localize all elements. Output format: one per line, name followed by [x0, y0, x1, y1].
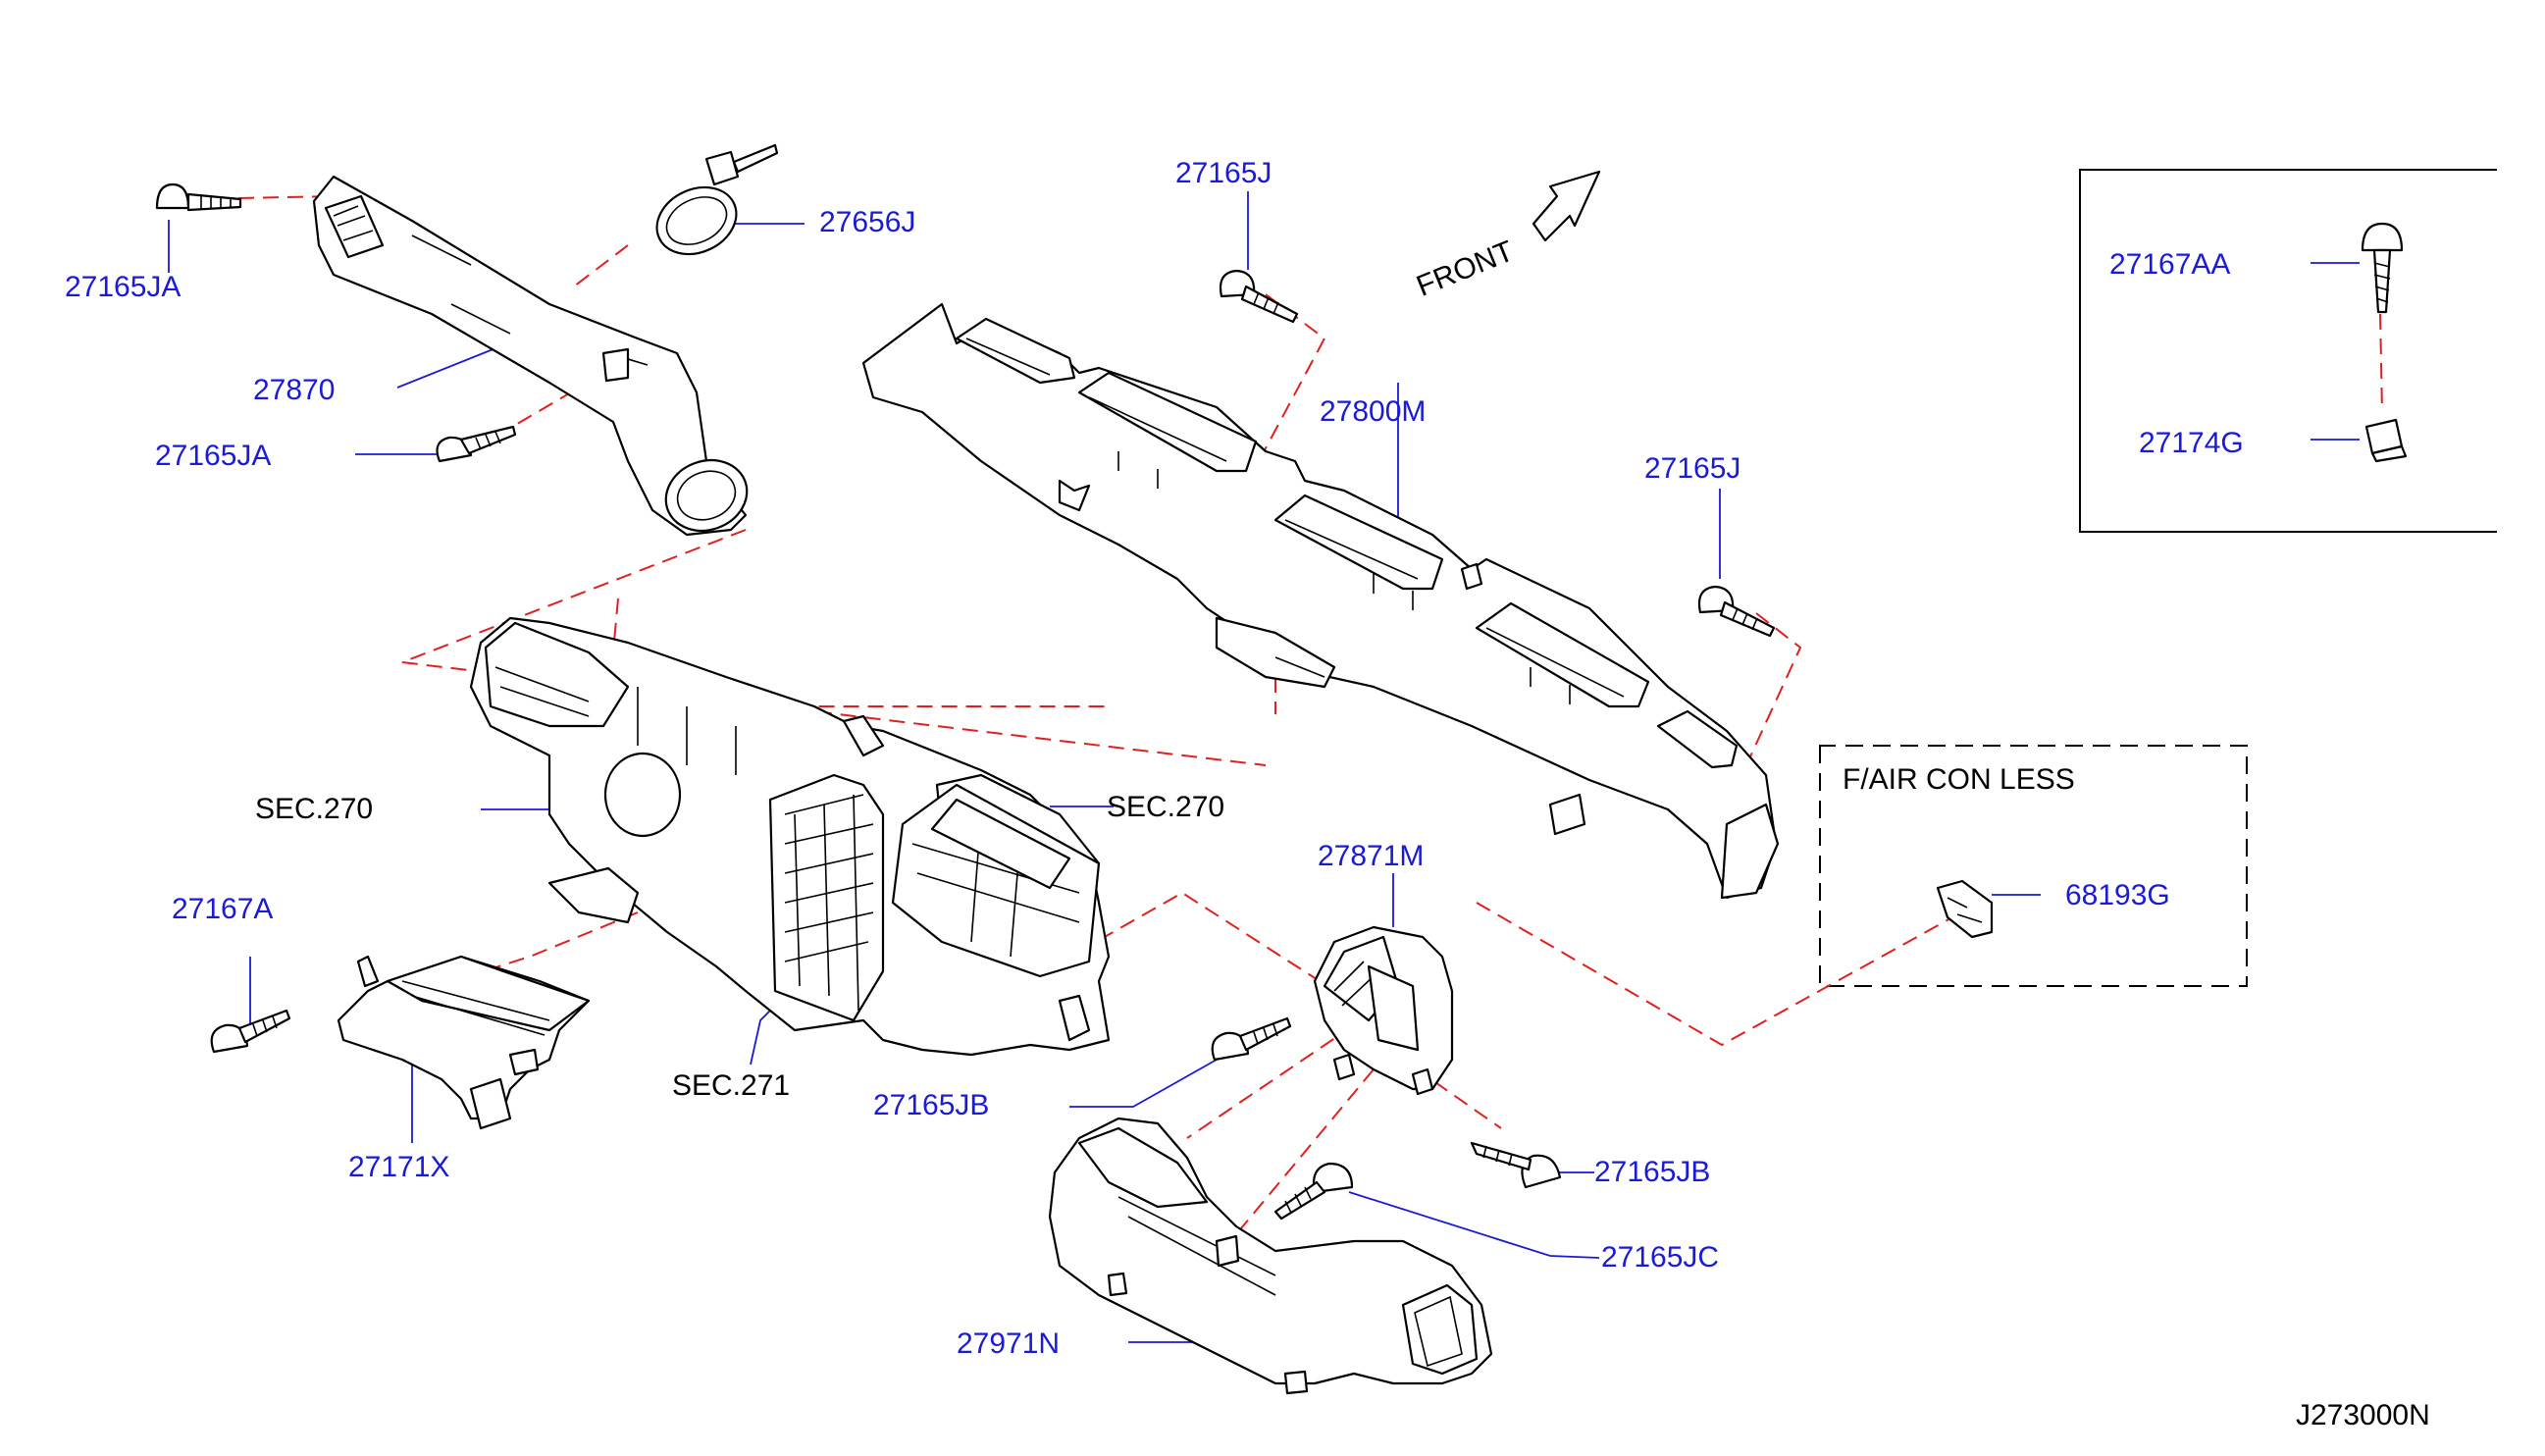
label-27165J-top: 27165J [1175, 157, 1272, 189]
label-27870: 27870 [253, 374, 336, 406]
screw-27165JA-mid [436, 425, 517, 463]
clip-68193G [1936, 879, 1994, 939]
screw-27165J-right [1697, 585, 1776, 638]
label-27174G: 27174G [2139, 427, 2244, 459]
duct-27870 [312, 175, 749, 537]
label-27971N: 27971N [957, 1327, 1061, 1360]
screw-27167A [210, 1009, 291, 1054]
label-27165JB-right: 27165JB [1594, 1156, 1711, 1188]
screw-27165JA-top [155, 182, 242, 212]
label-27800M: 27800M [1320, 395, 1427, 428]
duct-27171X [337, 955, 591, 1130]
inset-box-upper-right [2079, 169, 2497, 533]
label-27171X: 27171X [348, 1151, 450, 1183]
hvac-unit [469, 616, 1111, 1057]
label-27167A: 27167A [172, 893, 274, 925]
screw-27165JB-right [1470, 1141, 1562, 1189]
screw-27165J-top [1219, 269, 1299, 324]
hose-clamp-27656J [655, 143, 779, 256]
screw-27167AA [2361, 222, 2404, 314]
label-27165J-right: 27165J [1644, 452, 1741, 485]
diagram-code: J273000N [2296, 1399, 2430, 1431]
label-27165JC: 27165JC [1601, 1241, 1720, 1274]
duct-27871M [1313, 925, 1454, 1096]
inset-note: F/AIR CON LESS [1843, 763, 2075, 796]
main-duct-27800M [861, 302, 1780, 900]
label-sec271: SEC.271 [672, 1069, 791, 1102]
label-27165JA-top: 27165JA [65, 271, 182, 303]
label-27165JB-left: 27165JB [873, 1089, 990, 1121]
label-sec270-left: SEC.270 [255, 793, 374, 825]
label-27871M: 27871M [1318, 840, 1425, 872]
duct-27971N [1048, 1117, 1493, 1395]
screw-27165JB-left [1211, 1016, 1292, 1062]
nut-27174G [2364, 418, 2408, 463]
front-arrow-icon [1532, 170, 1601, 242]
label-68193G: 68193G [2065, 879, 2170, 911]
inset-box-air-con-less [1819, 745, 2248, 987]
screw-27165JC [1273, 1162, 1354, 1221]
label-sec270-right: SEC.270 [1107, 791, 1225, 823]
label-27656J: 27656J [819, 206, 916, 238]
label-27165JA-mid: 27165JA [155, 440, 272, 472]
label-27167AA: 27167AA [2109, 248, 2231, 281]
